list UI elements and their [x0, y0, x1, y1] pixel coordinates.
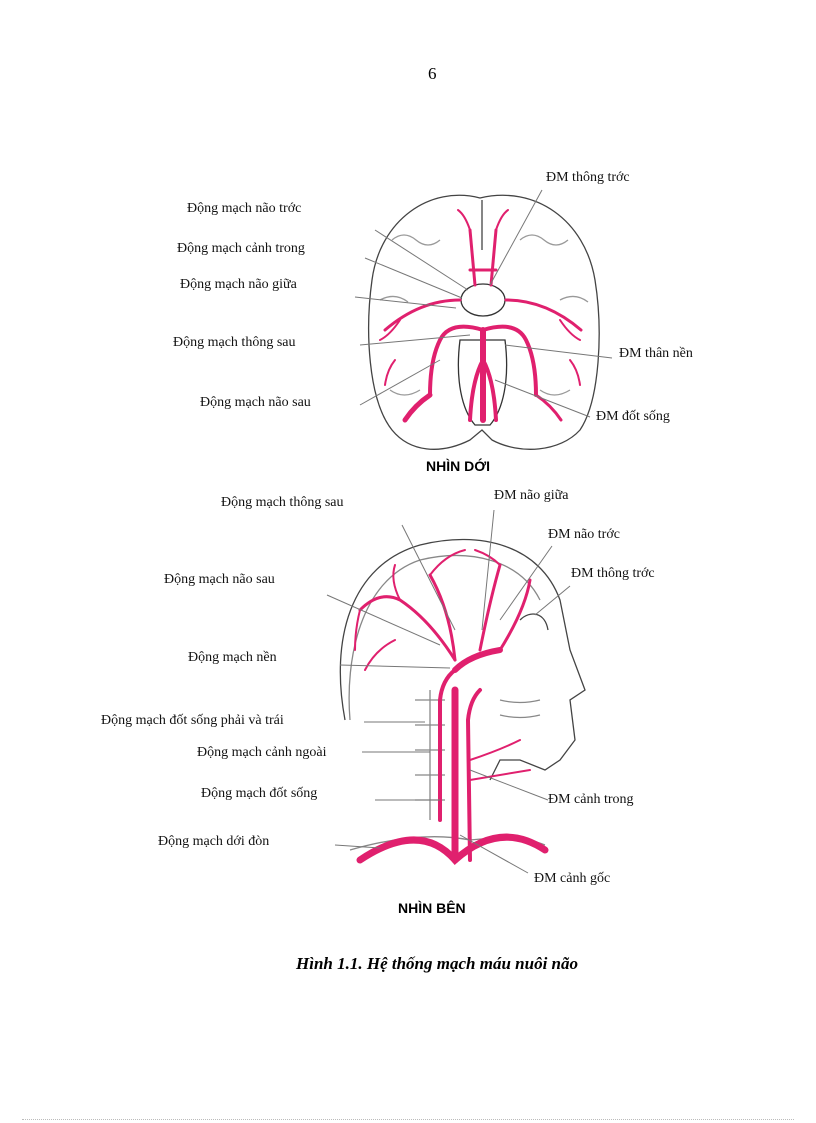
side-view-leader-lines	[326, 509, 571, 874]
label-posterior-cerebral-bottom: Động mạch não sau	[200, 395, 311, 410]
label-posterior-communicating-side: Động mạch thông sau	[221, 495, 344, 510]
label-middle-cerebral-side: ĐM não giữa	[494, 488, 569, 503]
label-basilar-side: Động mạch nền	[188, 650, 277, 665]
label-vertebral-left-right-side: Động mạch đốt sống phải và trái	[101, 713, 284, 728]
footer-dotted-rule	[22, 1119, 794, 1120]
label-internal-carotid-bottom: Động mạch cảnh trong	[177, 241, 305, 256]
bottom-view-arteries	[379, 209, 583, 423]
side-view-arteries	[354, 549, 549, 865]
bottom-view-title: NHÌN DỚI	[426, 458, 491, 474]
label-internal-carotid-side: ĐM cảnh trong	[548, 792, 634, 807]
label-common-carotid-side: ĐM cảnh gốc	[534, 871, 611, 886]
side-view-title: NHÌN BÊN	[398, 900, 466, 916]
label-posterior-communicating-bottom: Động mạch thông sau	[173, 335, 296, 350]
label-posterior-cerebral-side: Động mạch não sau	[164, 572, 275, 587]
figure-caption: Hình 1.1. Hệ thống mạch máu nuôi não	[296, 954, 578, 973]
label-anterior-cerebral-bottom: Động mạch não trớc	[187, 201, 302, 216]
label-anterior-communicating-side: ĐM thông trớc	[571, 566, 655, 581]
label-subclavian-side: Động mạch dới đòn	[158, 834, 270, 849]
label-anterior-cerebral-side: ĐM não trớc	[548, 527, 620, 542]
label-middle-cerebral-bottom: Động mạch não giữa	[180, 277, 297, 292]
page-number: 6	[428, 64, 437, 83]
label-anterior-communicating-bottom: ĐM thông trớc	[546, 170, 630, 185]
label-vertebral-bottom: ĐM đốt sống	[596, 409, 670, 424]
label-vertebral-side: Động mạch đốt sống	[201, 786, 318, 801]
label-basilar-bottom: ĐM thân nền	[619, 346, 693, 361]
bottom-view-leader-lines	[354, 189, 613, 418]
label-external-carotid-side: Động mạch cảnh ngoài	[197, 745, 327, 760]
